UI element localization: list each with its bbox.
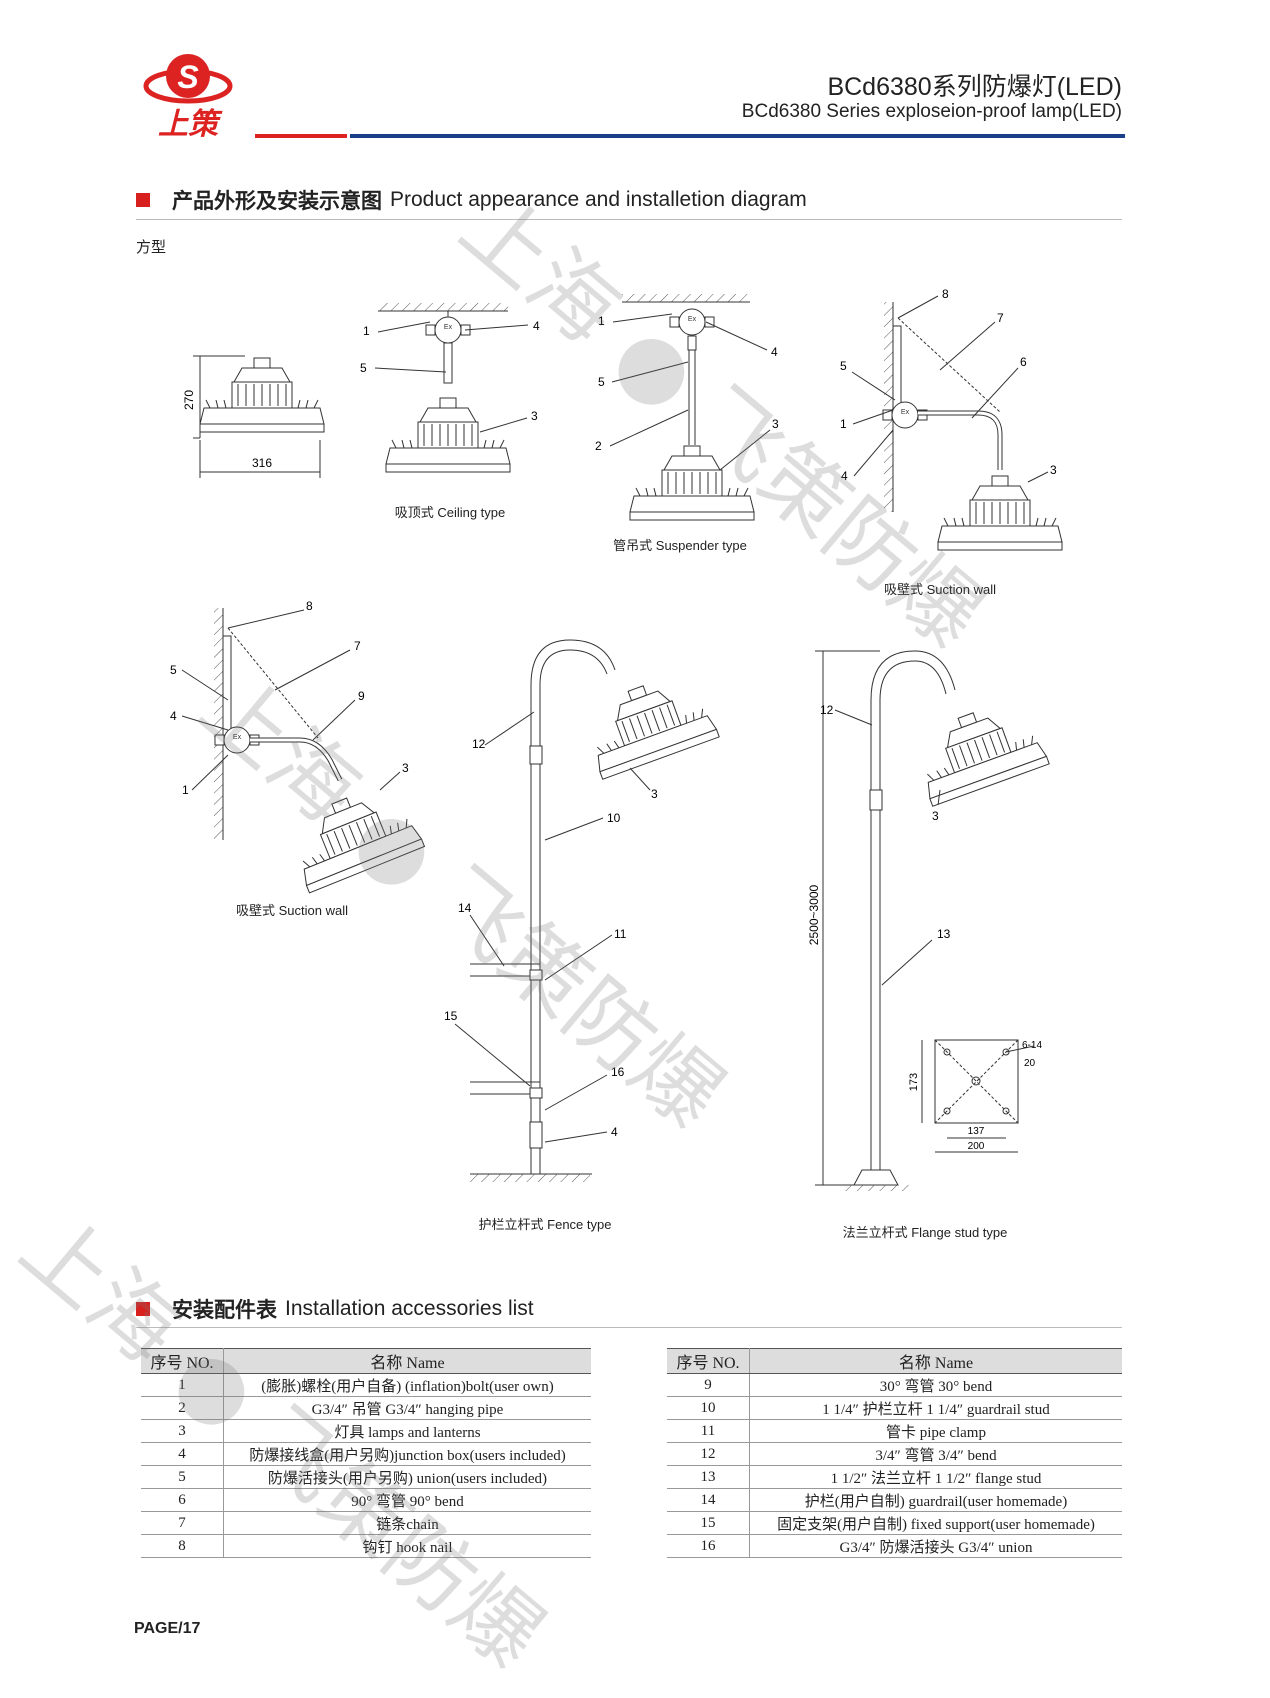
svg-text:5: 5 [360, 361, 367, 375]
svg-text:173: 173 [908, 1073, 920, 1091]
svg-text:1: 1 [840, 417, 847, 431]
svg-text:3: 3 [651, 787, 658, 801]
svg-text:4: 4 [533, 319, 540, 333]
svg-text:7: 7 [354, 639, 361, 653]
accessories-table-left: 序号 NO. 名称 Name 1(膨胀)螺栓(用户自备) (inflation)… [141, 1348, 591, 1558]
document-subtitle: BCd6380 Series exploseion-proof lamp(LED… [741, 101, 1122, 122]
svg-text:8: 8 [942, 287, 949, 301]
caption-suspender: 管吊式 Suspender type [613, 538, 747, 553]
svg-text:4: 4 [771, 345, 778, 359]
section-title-en: Product appearance and installetion diag… [390, 188, 807, 211]
caption-wall-left: 吸壁式 Suction wall [236, 903, 348, 918]
figure-flange: 2500~3000 12 13 3 173 6-14 20 137 200 [807, 650, 1050, 1191]
section-title-en: Installation accessories list [285, 1297, 534, 1320]
svg-text:3: 3 [932, 809, 939, 823]
svg-text:3: 3 [402, 761, 409, 775]
caption-ceiling: 吸顶式 Ceiling type [394, 505, 506, 520]
installation-diagram: Ex 270 316 1 4 5 3 1 [170, 287, 1063, 1191]
section-title-diagram: 产品外形及安装示意图 Product appearance and instal… [136, 185, 807, 215]
svg-text:5: 5 [170, 663, 177, 677]
section-rule [136, 219, 1122, 220]
header-rule-blue [350, 134, 1125, 138]
figure-wall-left: 8 7 9 5 4 1 3 [170, 599, 425, 894]
svg-text:13: 13 [937, 927, 951, 941]
svg-text:9: 9 [358, 689, 365, 703]
section-rule [136, 1327, 1122, 1328]
svg-text:5: 5 [840, 359, 847, 373]
figure-fence: 12 10 11 14 15 16 4 3 [444, 639, 720, 1182]
section-marker [136, 193, 150, 207]
svg-text:5: 5 [598, 375, 605, 389]
svg-text:137: 137 [968, 1126, 985, 1137]
svg-text:6-14: 6-14 [1022, 1040, 1042, 1051]
svg-text:1: 1 [182, 783, 189, 797]
svg-text:7: 7 [997, 311, 1004, 325]
dim-pole-height: 2500~3000 [807, 884, 821, 945]
svg-text:3: 3 [772, 417, 779, 431]
dim-width: 316 [252, 456, 272, 470]
header-rule-red [255, 134, 347, 138]
col-name: 名称 Name [223, 1348, 591, 1374]
svg-text:10: 10 [607, 811, 621, 825]
svg-text:8: 8 [306, 599, 313, 613]
section-title-cn: 安装配件表 [172, 1299, 277, 1322]
svg-text:12: 12 [820, 703, 834, 717]
flange-plate: 173 6-14 20 137 200 [908, 1039, 1042, 1153]
figure-dimension: 270 316 [182, 355, 325, 478]
svg-text:4: 4 [170, 709, 177, 723]
svg-text:12: 12 [472, 737, 486, 751]
figure-wall-right: 8 7 6 5 1 4 3 [840, 287, 1063, 551]
caption-wall-right: 吸壁式 Suction wall [884, 582, 996, 597]
page-number: PAGE/17 [134, 1620, 201, 1637]
brand-cn: 上策 [158, 108, 223, 140]
col-no: 序号 NO. [141, 1348, 224, 1374]
figure-suspender: 1 4 5 2 3 [595, 294, 779, 521]
svg-text:2: 2 [595, 439, 602, 453]
dim-height: 270 [182, 390, 196, 410]
svg-text:1: 1 [363, 324, 370, 338]
svg-text:1: 1 [598, 314, 605, 328]
svg-text:S: S [177, 59, 199, 95]
figure-ceiling: 1 4 5 3 [360, 303, 540, 473]
section-title-cn: 产品外形及安装示意图 [172, 190, 382, 213]
svg-text:11: 11 [614, 927, 627, 941]
caption-fence: 护栏立杆式 Fence type [478, 1217, 612, 1232]
svg-text:4: 4 [841, 469, 848, 483]
col-name: 名称 Name [749, 1348, 1122, 1374]
svg-text:4: 4 [611, 1125, 618, 1139]
svg-text:3: 3 [1050, 463, 1057, 477]
svg-text:200: 200 [968, 1141, 985, 1152]
svg-text:3: 3 [531, 409, 538, 423]
section-title-accessories: 安装配件表 Installation accessories list [136, 1294, 534, 1324]
svg-text:14: 14 [458, 901, 472, 915]
svg-text:15: 15 [444, 1009, 458, 1023]
svg-text:20: 20 [1024, 1058, 1036, 1069]
svg-text:16: 16 [611, 1065, 625, 1079]
section-marker [136, 1302, 150, 1316]
caption-flange: 法兰立杆式 Flange stud type [842, 1225, 1008, 1240]
company-logo: S 上策 [143, 54, 233, 140]
col-no: 序号 NO. [667, 1348, 750, 1374]
svg-text:6: 6 [1020, 355, 1027, 369]
shape-type-label: 方型 [136, 239, 167, 256]
table-row: 1(膨胀)螺栓(用户自备) (inflation)bolt(user own) [141, 1373, 591, 1397]
document-title: BCd6380系列防爆灯(LED) [827, 73, 1122, 101]
